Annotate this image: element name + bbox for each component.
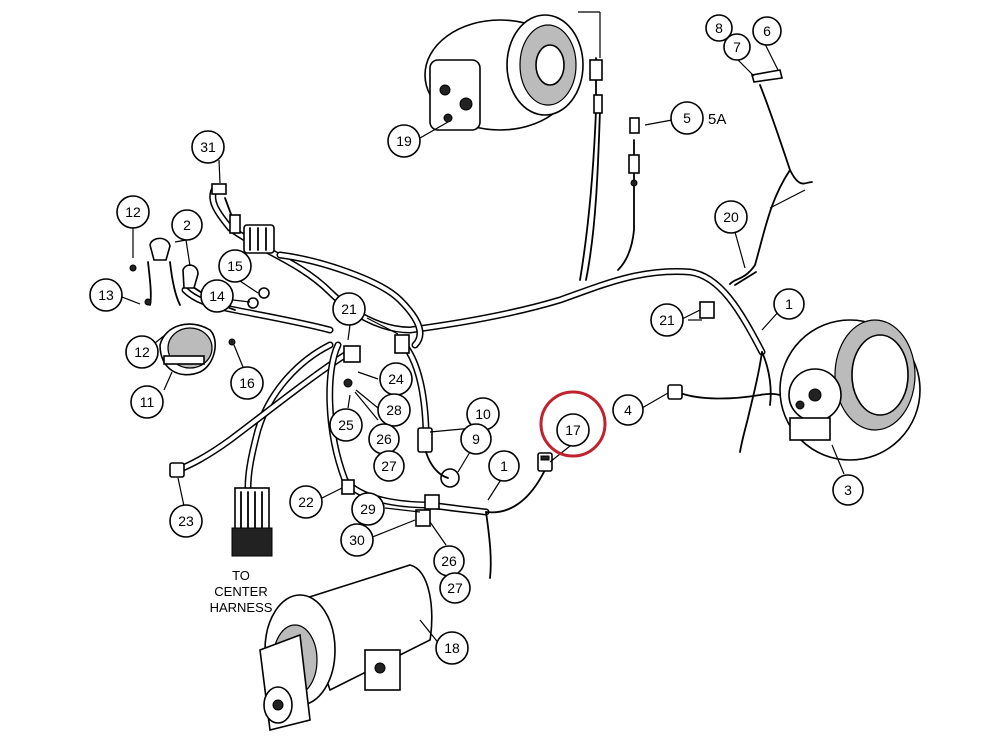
callout-12-lower: 12 bbox=[125, 335, 159, 369]
center-harness-label: TO CENTER HARNESS bbox=[210, 568, 273, 615]
main-harness bbox=[174, 186, 766, 516]
callout-20: 20 bbox=[714, 200, 748, 234]
svg-text:21: 21 bbox=[659, 312, 675, 328]
svg-text:28: 28 bbox=[386, 402, 402, 418]
connector-9-10 bbox=[417, 427, 460, 488]
callout-25: 25 bbox=[329, 408, 363, 442]
svg-text:4: 4 bbox=[624, 402, 632, 418]
alternator bbox=[779, 319, 921, 461]
callout-3: 3 bbox=[832, 474, 864, 506]
callout-1-lower: 1 bbox=[488, 450, 520, 482]
callout-24: 24 bbox=[379, 362, 413, 396]
callout-5a: 5A bbox=[708, 111, 726, 128]
callout-19: 19 bbox=[387, 124, 421, 158]
callout-16: 16 bbox=[230, 366, 264, 400]
callout-31: 31 bbox=[191, 130, 225, 164]
callouts: 19 5 5A 8 7 6 20 1 21 4 3 17 1 10 9 31 1… bbox=[89, 14, 864, 665]
svg-text:TO: TO bbox=[232, 568, 250, 583]
callout-5: 5 bbox=[670, 101, 704, 135]
svg-text:29: 29 bbox=[360, 501, 376, 517]
callout-27-lower: 27 bbox=[439, 572, 471, 604]
svg-text:23: 23 bbox=[178, 513, 194, 529]
sensor-23 bbox=[169, 462, 185, 478]
temperature-sender bbox=[628, 117, 640, 187]
callout-8: 8 bbox=[705, 14, 733, 42]
nuts bbox=[228, 287, 270, 346]
ac-compressor bbox=[424, 14, 603, 131]
svg-text:27: 27 bbox=[381, 458, 397, 474]
callout-18: 18 bbox=[435, 631, 469, 665]
svg-text:5A: 5A bbox=[708, 111, 726, 128]
callout-23: 23 bbox=[169, 504, 203, 538]
callout-21-left: 21 bbox=[332, 292, 366, 326]
callout-14: 14 bbox=[200, 279, 234, 313]
svg-text:18: 18 bbox=[444, 640, 460, 656]
svg-text:30: 30 bbox=[349, 532, 365, 548]
relay bbox=[159, 323, 216, 376]
callout-1-right: 1 bbox=[773, 288, 805, 320]
svg-text:HARNESS: HARNESS bbox=[210, 600, 273, 615]
svg-text:20: 20 bbox=[723, 209, 739, 225]
fuse-holder bbox=[211, 183, 275, 254]
callout-7: 7 bbox=[723, 33, 751, 61]
svg-text:17: 17 bbox=[565, 422, 581, 438]
thin-wires bbox=[147, 57, 813, 579]
callout-10: 10 bbox=[466, 397, 500, 431]
callout-4: 4 bbox=[612, 394, 644, 426]
svg-text:7: 7 bbox=[733, 39, 741, 55]
svg-text:12: 12 bbox=[125, 204, 141, 220]
callout-21-right: 21 bbox=[650, 303, 684, 337]
callout-6: 6 bbox=[752, 16, 782, 46]
highlight-ring bbox=[539, 390, 607, 458]
svg-text:16: 16 bbox=[239, 375, 255, 391]
callout-9: 9 bbox=[460, 423, 492, 455]
svg-text:15: 15 bbox=[227, 258, 243, 274]
svg-text:1: 1 bbox=[785, 296, 793, 312]
svg-text:2: 2 bbox=[183, 217, 191, 233]
svg-text:6: 6 bbox=[763, 23, 771, 39]
callout-30: 30 bbox=[340, 523, 374, 557]
svg-text:27: 27 bbox=[447, 580, 463, 596]
callout-17: 17 bbox=[556, 413, 590, 447]
leader-lines bbox=[121, 11, 845, 646]
callout-2: 2 bbox=[171, 209, 203, 241]
svg-text:25: 25 bbox=[338, 417, 354, 433]
callout-22: 22 bbox=[289, 485, 323, 519]
svg-text:9: 9 bbox=[472, 431, 480, 447]
callout-27-upper: 27 bbox=[373, 450, 405, 482]
callout-11: 11 bbox=[130, 385, 164, 419]
svg-text:26: 26 bbox=[376, 431, 392, 447]
callout-28: 28 bbox=[377, 393, 411, 427]
svg-text:1: 1 bbox=[500, 458, 508, 474]
svg-text:24: 24 bbox=[388, 371, 404, 387]
callout-29: 29 bbox=[351, 492, 385, 526]
alternator-connector bbox=[667, 384, 683, 400]
center-harness-connector bbox=[231, 487, 273, 557]
svg-text:5: 5 bbox=[683, 110, 691, 126]
svg-text:31: 31 bbox=[200, 139, 216, 155]
callout-12-upper: 12 bbox=[116, 195, 150, 229]
svg-text:14: 14 bbox=[209, 288, 225, 304]
callout-26-lower: 26 bbox=[433, 545, 465, 577]
svg-text:26: 26 bbox=[441, 553, 457, 569]
starter-motor bbox=[259, 564, 433, 731]
svg-text:19: 19 bbox=[396, 133, 412, 149]
callout-15: 15 bbox=[218, 249, 252, 283]
svg-text:3: 3 bbox=[844, 482, 852, 498]
switch-17 bbox=[537, 452, 553, 472]
ground-terminals bbox=[129, 237, 199, 306]
svg-text:CENTER: CENTER bbox=[214, 584, 267, 599]
oil-pressure-sender bbox=[750, 69, 783, 83]
svg-text:21: 21 bbox=[341, 301, 357, 317]
callout-13: 13 bbox=[89, 278, 123, 312]
svg-text:10: 10 bbox=[475, 406, 491, 422]
svg-text:12: 12 bbox=[134, 344, 150, 360]
svg-text:13: 13 bbox=[98, 287, 114, 303]
callout-26-upper: 26 bbox=[368, 423, 400, 455]
svg-text:11: 11 bbox=[140, 394, 155, 410]
svg-text:8: 8 bbox=[715, 20, 723, 36]
svg-text:22: 22 bbox=[298, 494, 314, 510]
